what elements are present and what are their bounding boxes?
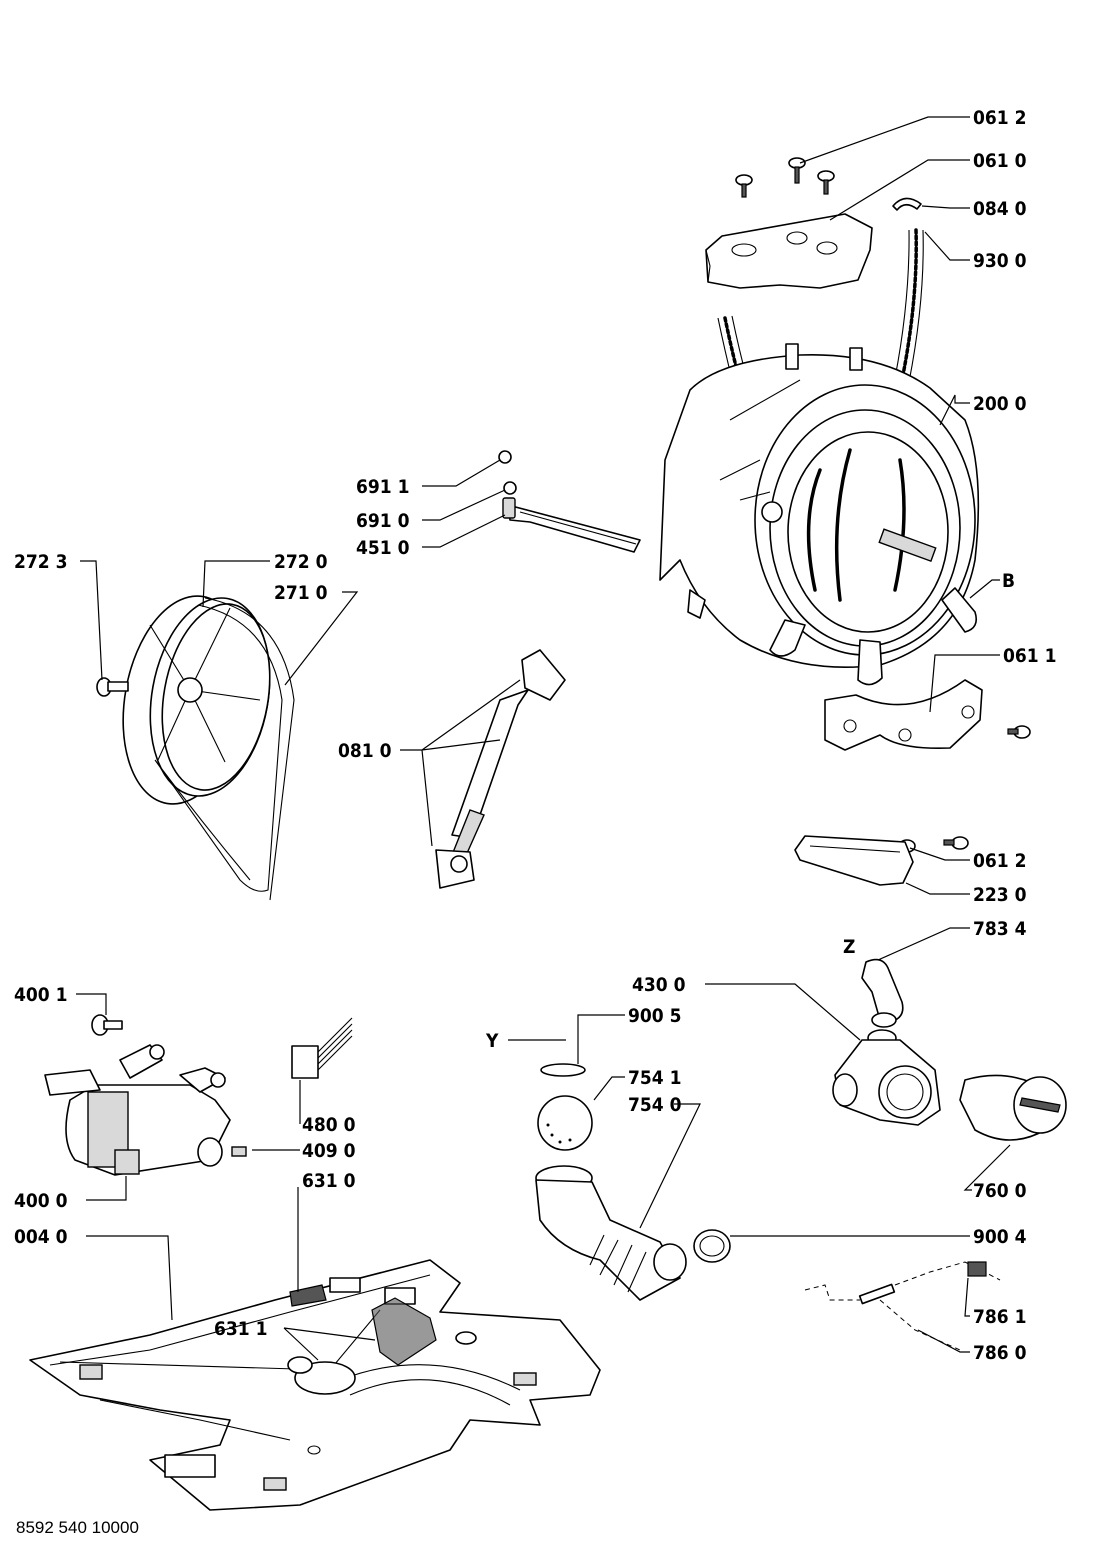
label-B: B xyxy=(1002,570,1015,592)
hose-754-0 xyxy=(535,1165,687,1301)
damper-081-0 xyxy=(435,649,566,889)
leader-lines xyxy=(76,116,1011,1361)
belt-271-0 xyxy=(154,597,295,901)
label-480-0: 480 0 xyxy=(302,1114,356,1136)
label-754-1: 754 1 xyxy=(628,1067,682,1089)
clamp-900-4 xyxy=(693,1229,731,1263)
clip-409-0 xyxy=(231,1146,247,1157)
label-061-2-bottom: 061 2 xyxy=(973,850,1027,872)
clip-084-0 xyxy=(892,197,922,211)
lifter-223-0 xyxy=(794,835,914,886)
label-272-3: 272 3 xyxy=(14,551,68,573)
label-631-1: 631 1 xyxy=(214,1318,268,1340)
document-number: 8592 540 10000 xyxy=(16,1518,139,1537)
label-061-0: 061 0 xyxy=(973,150,1027,172)
label-400-0: 400 0 xyxy=(14,1190,68,1212)
counterweight-top-061-0 xyxy=(705,213,873,289)
bracket-631-1 xyxy=(371,1297,437,1366)
label-900-5: 900 5 xyxy=(628,1005,682,1027)
filter-760-0 xyxy=(959,1074,1067,1141)
label-081-0: 081 0 xyxy=(338,740,392,762)
base-004-0 xyxy=(29,1259,601,1511)
label-272-0: 272 0 xyxy=(274,551,328,573)
tub-200-0 xyxy=(659,343,980,686)
label-430-0: 430 0 xyxy=(632,974,686,996)
label-400-1: 400 1 xyxy=(14,984,68,1006)
connector-480-0 xyxy=(291,1017,353,1079)
screw-061-2-top xyxy=(735,157,835,198)
label-409-0: 409 0 xyxy=(302,1140,356,1162)
ball-valve-754-1 xyxy=(537,1063,593,1151)
label-223-0: 223 0 xyxy=(973,884,1027,906)
counterweight-bottom-061-1 xyxy=(824,679,983,751)
pump-430-0 xyxy=(832,1029,941,1126)
motor-400-0 xyxy=(44,1044,231,1176)
label-900-4: 900 4 xyxy=(973,1226,1027,1248)
screw-272-3 xyxy=(96,677,129,697)
label-451-0: 451 0 xyxy=(356,537,410,559)
sensor-786-0 xyxy=(804,1261,1001,1351)
brush-400-1 xyxy=(91,1014,123,1036)
label-691-0: 691 0 xyxy=(356,510,410,532)
label-760-0: 760 0 xyxy=(973,1180,1027,1202)
label-271-0: 271 0 xyxy=(274,582,328,604)
label-786-1: 786 1 xyxy=(973,1306,1027,1328)
label-691-1: 691 1 xyxy=(356,476,410,498)
label-786-0: 786 0 xyxy=(973,1342,1027,1364)
label-631-0: 631 0 xyxy=(302,1170,356,1192)
label-783-4: 783 4 xyxy=(973,918,1027,940)
label-Z: Z xyxy=(843,936,855,958)
heater-451-0 xyxy=(498,450,641,553)
bracket-631-0 xyxy=(289,1284,327,1307)
label-061-1: 061 1 xyxy=(1003,645,1057,667)
label-Y: Y xyxy=(485,1030,499,1052)
label-084-0: 084 0 xyxy=(973,198,1027,220)
pulley-272-0 xyxy=(122,595,271,805)
label-754-0: 754 0 xyxy=(628,1094,682,1116)
label-930-0: 930 0 xyxy=(973,250,1027,272)
hose-783-4 xyxy=(861,958,904,1028)
label-200-0: 200 0 xyxy=(973,393,1027,415)
label-061-2-top: 061 2 xyxy=(973,107,1027,129)
label-004-0: 004 0 xyxy=(14,1226,68,1248)
